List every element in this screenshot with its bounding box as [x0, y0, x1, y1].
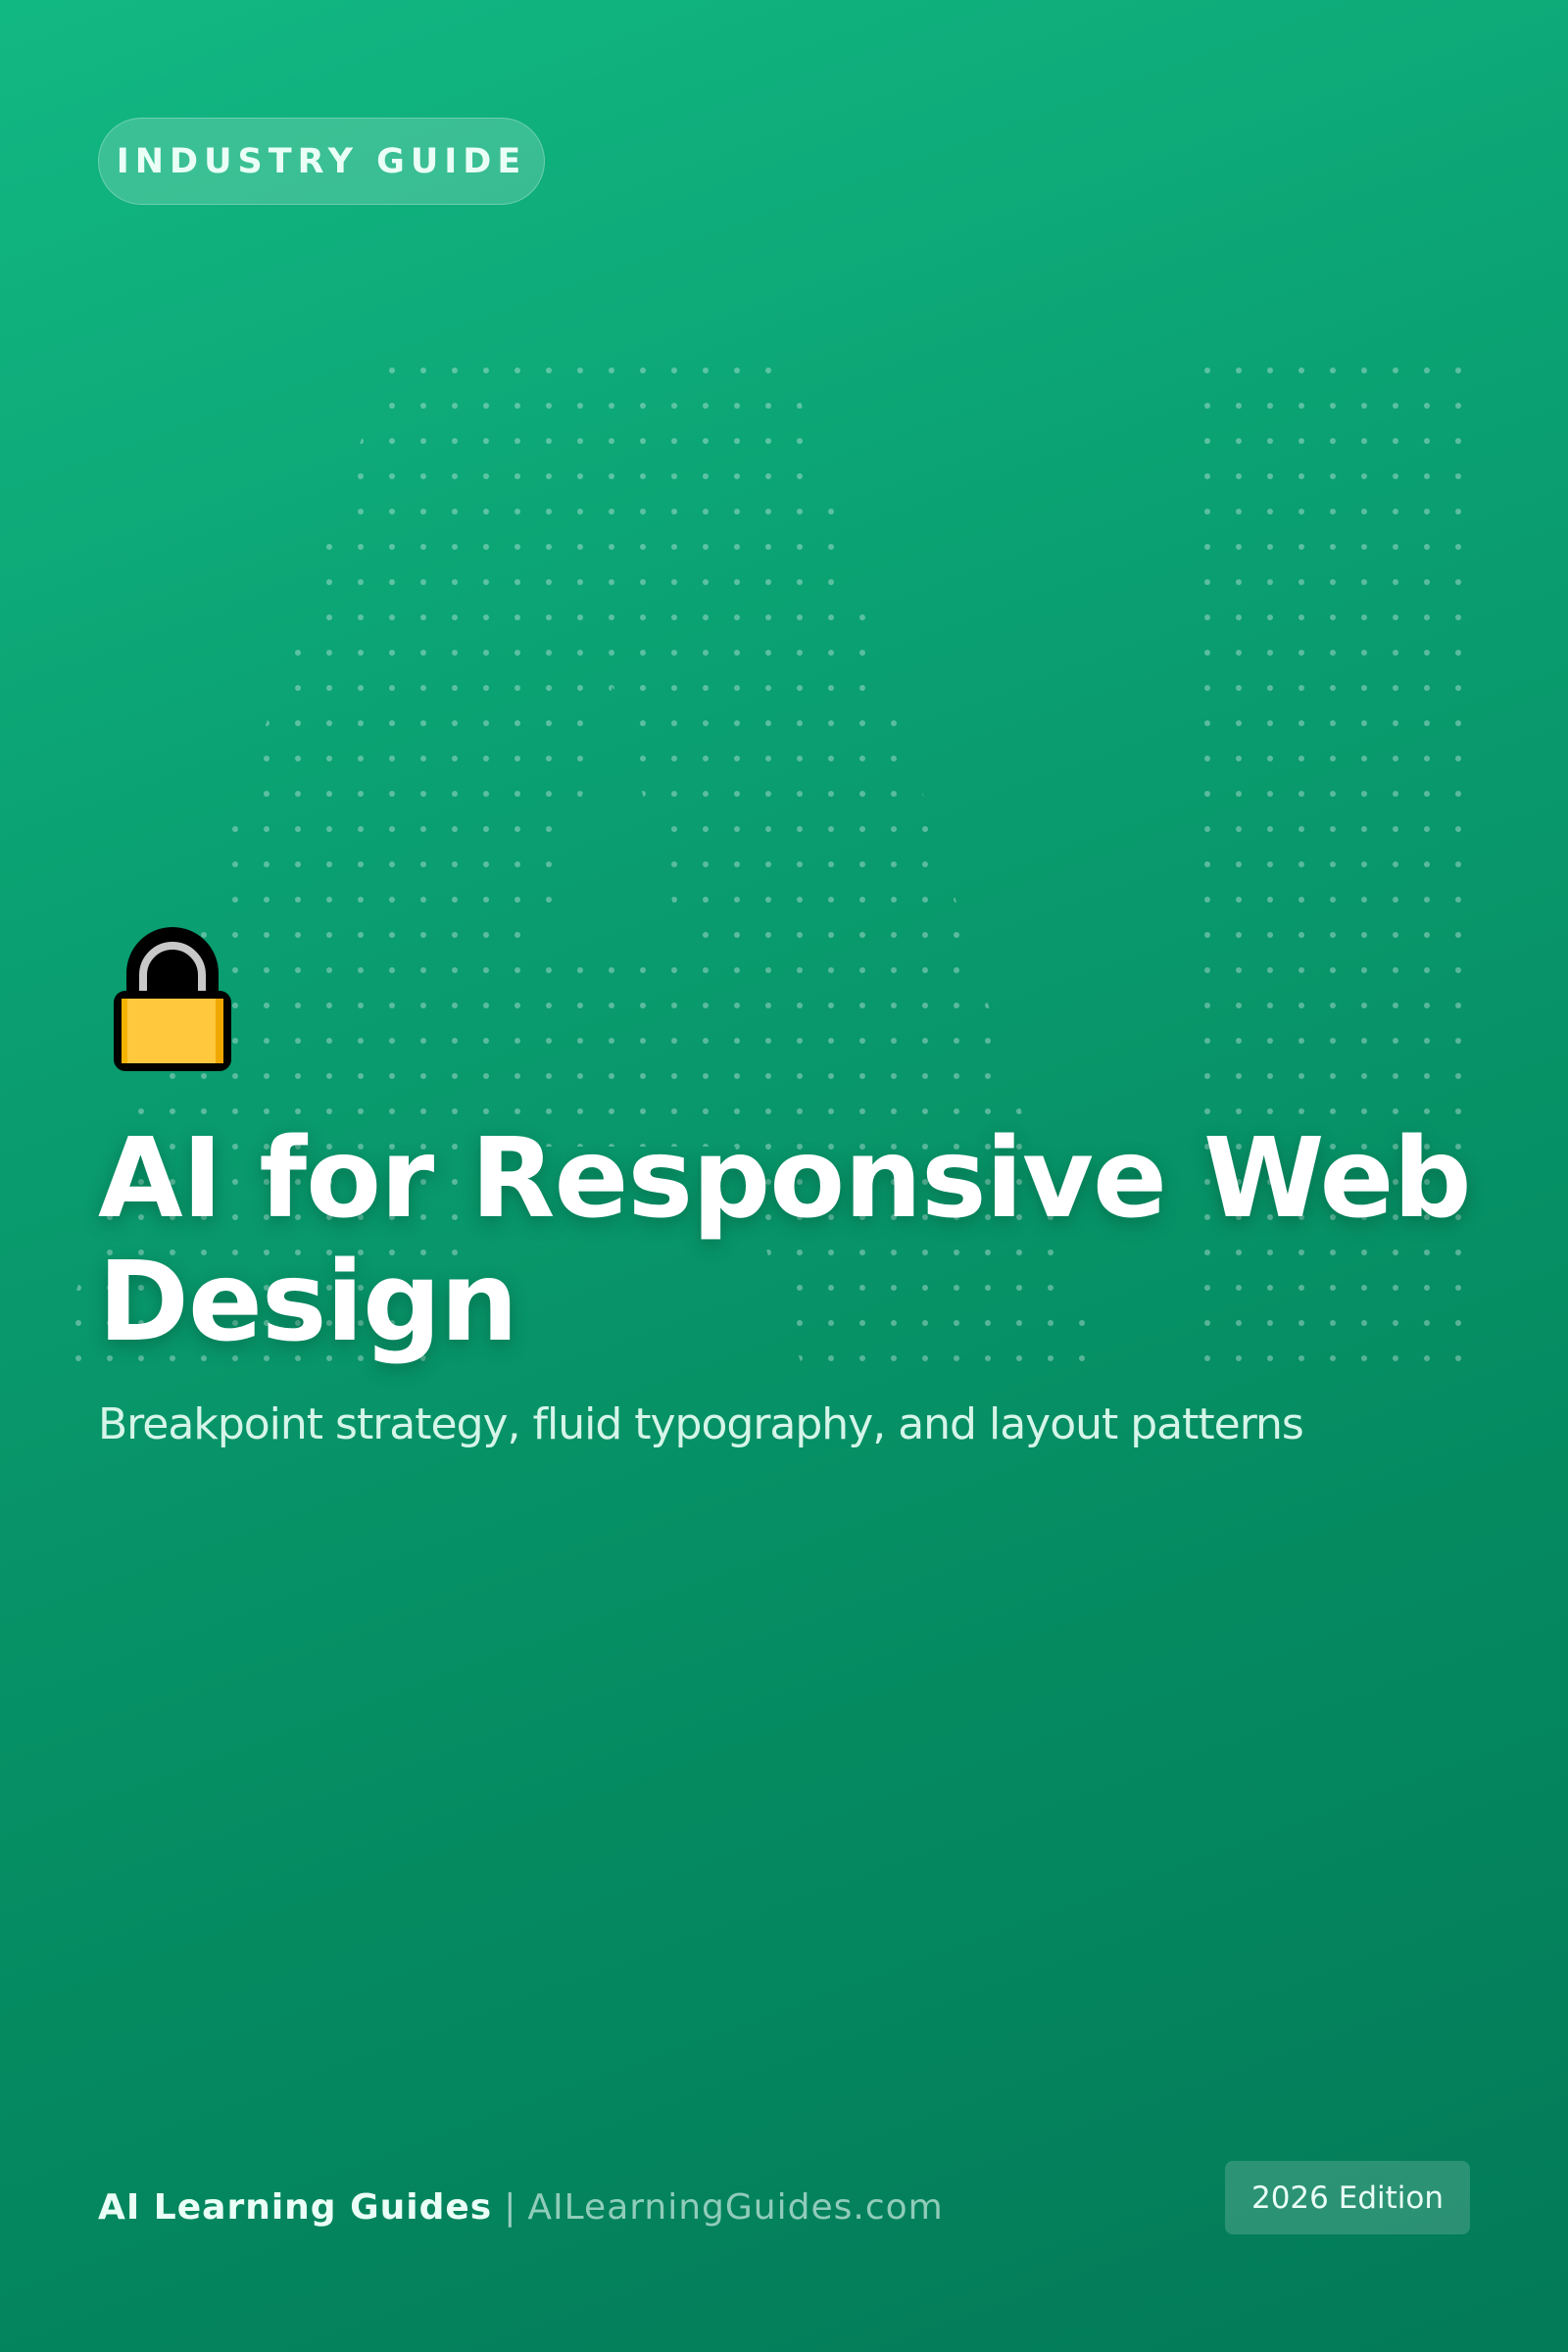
separator: |	[504, 2187, 516, 2228]
category-badge: INDUSTRY GUIDE	[98, 118, 545, 205]
footer: AI Learning Guides | AILearningGuides.co…	[98, 2187, 944, 2228]
edition-badge: 2026 Edition	[1225, 2161, 1470, 2234]
site-link[interactable]: AILearningGuides.com	[527, 2187, 944, 2228]
subtitle: Breakpoint strategy, fluid typography, a…	[98, 1399, 1304, 1449]
lock-icon	[110, 926, 235, 1075]
page-title: AI for Responsive Web Design	[98, 1115, 1472, 1366]
brand-name: AI Learning Guides	[98, 2187, 493, 2228]
